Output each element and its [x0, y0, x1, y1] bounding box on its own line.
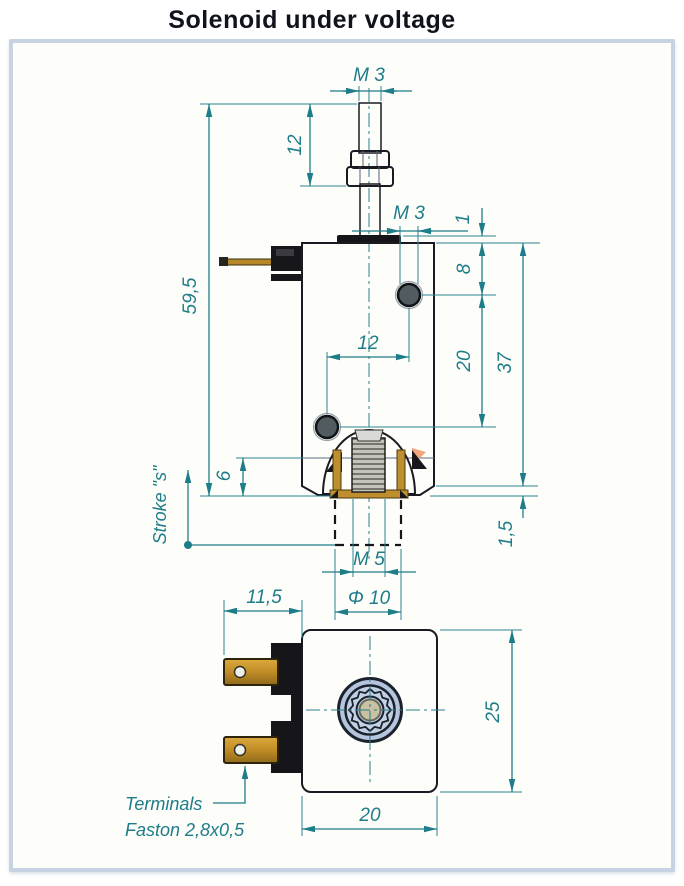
dim-label-rod-thread: M 3	[353, 65, 385, 86]
terminal-blocks	[271, 643, 302, 773]
terminal-wire	[221, 258, 275, 266]
front-section-view	[219, 88, 435, 560]
terminal-hole	[233, 743, 247, 757]
dim-label-plunger-diameter: Φ 10	[348, 588, 391, 609]
terminals-callout-line1: Terminals	[125, 794, 202, 814]
dim-bottom-body-height: 25	[440, 629, 522, 793]
bottom-view	[223, 629, 446, 793]
dim-shoulder-height: 6	[214, 457, 303, 496]
faston-terminal-upper	[223, 658, 279, 686]
front-view-dimensions: M 3 12 59,5 M 3	[150, 65, 540, 620]
terminal-wire-tip	[219, 257, 228, 266]
dim-bore-thread: M 5	[322, 499, 416, 577]
terminal-connector-notch	[276, 249, 294, 256]
solenoid-body	[301, 242, 435, 496]
dim-label-stroke: Stroke "s"	[150, 464, 170, 544]
dim-plunger-diameter: Φ 10	[334, 549, 402, 620]
dim-label-shoulder-height: 6	[214, 470, 235, 481]
dim-label-side-hole-thread: M 3	[393, 203, 425, 224]
page-title: Solenoid under voltage	[168, 6, 456, 34]
dim-terminal-offset: 11,5	[223, 587, 303, 655]
faston-terminal-lower	[223, 736, 279, 764]
bottom-view-dimensions: 11,5 25 20 Terminals Faston 2,8x0,5	[125, 587, 522, 840]
plunger-extended-dashed	[333, 500, 403, 547]
push-rod	[359, 183, 381, 239]
dim-label-base-lip: 1,5	[496, 520, 517, 547]
terminals-callout: Terminals Faston 2,8x0,5	[125, 766, 249, 840]
dim-stroke: Stroke "s"	[150, 464, 335, 549]
dim-label-washer-thickness: 1	[453, 214, 474, 225]
dim-label-hole-top-offset: 8	[454, 263, 475, 274]
dim-label-bore-thread: M 5	[353, 549, 385, 570]
dim-label-terminal-offset: 11,5	[246, 587, 282, 608]
threaded-bore-m5	[351, 437, 386, 493]
dim-label-body-height: 37	[495, 351, 516, 374]
core-boss	[337, 677, 403, 743]
mounting-washer	[337, 235, 401, 244]
dim-label-overall-height: 59,5	[180, 277, 201, 314]
dim-hole-horizontal-spacing: 12	[326, 308, 410, 414]
dim-base-lip: 1,5	[430, 495, 538, 547]
dim-overall-height: 59,5	[180, 104, 332, 497]
dim-thread-length: 12	[200, 103, 357, 187]
hex-nut-lower	[346, 166, 394, 187]
dim-label-hole-horizontal-spacing: 12	[357, 333, 379, 354]
dim-label-bottom-body-height: 25	[483, 701, 504, 724]
terminal-connector-strip	[271, 274, 302, 281]
threaded-rod	[358, 102, 382, 154]
coil-terminal	[219, 246, 302, 281]
dim-label-thread-length: 12	[285, 134, 306, 156]
dim-label-bottom-body-width: 20	[358, 805, 381, 826]
terminal-hole	[233, 665, 247, 679]
side-hole-upper	[394, 280, 424, 310]
side-hole-lower	[312, 412, 342, 442]
dim-body-height: 37	[436, 243, 538, 487]
dim-label-hole-vertical-spacing: 20	[454, 350, 475, 373]
terminals-callout-line2: Faston 2,8x0,5	[125, 820, 245, 840]
plunger-section	[321, 429, 427, 499]
dim-bottom-body-width: 20	[301, 796, 438, 836]
dim-hole-vertical-spacing: 20	[340, 295, 496, 428]
bore-recess	[354, 429, 384, 442]
dim-rod-thread: M 3	[330, 65, 412, 101]
terminal-block-bridge	[291, 695, 302, 721]
wedge-right	[412, 450, 427, 469]
dim-side-hole-thread: M 3	[352, 203, 468, 284]
